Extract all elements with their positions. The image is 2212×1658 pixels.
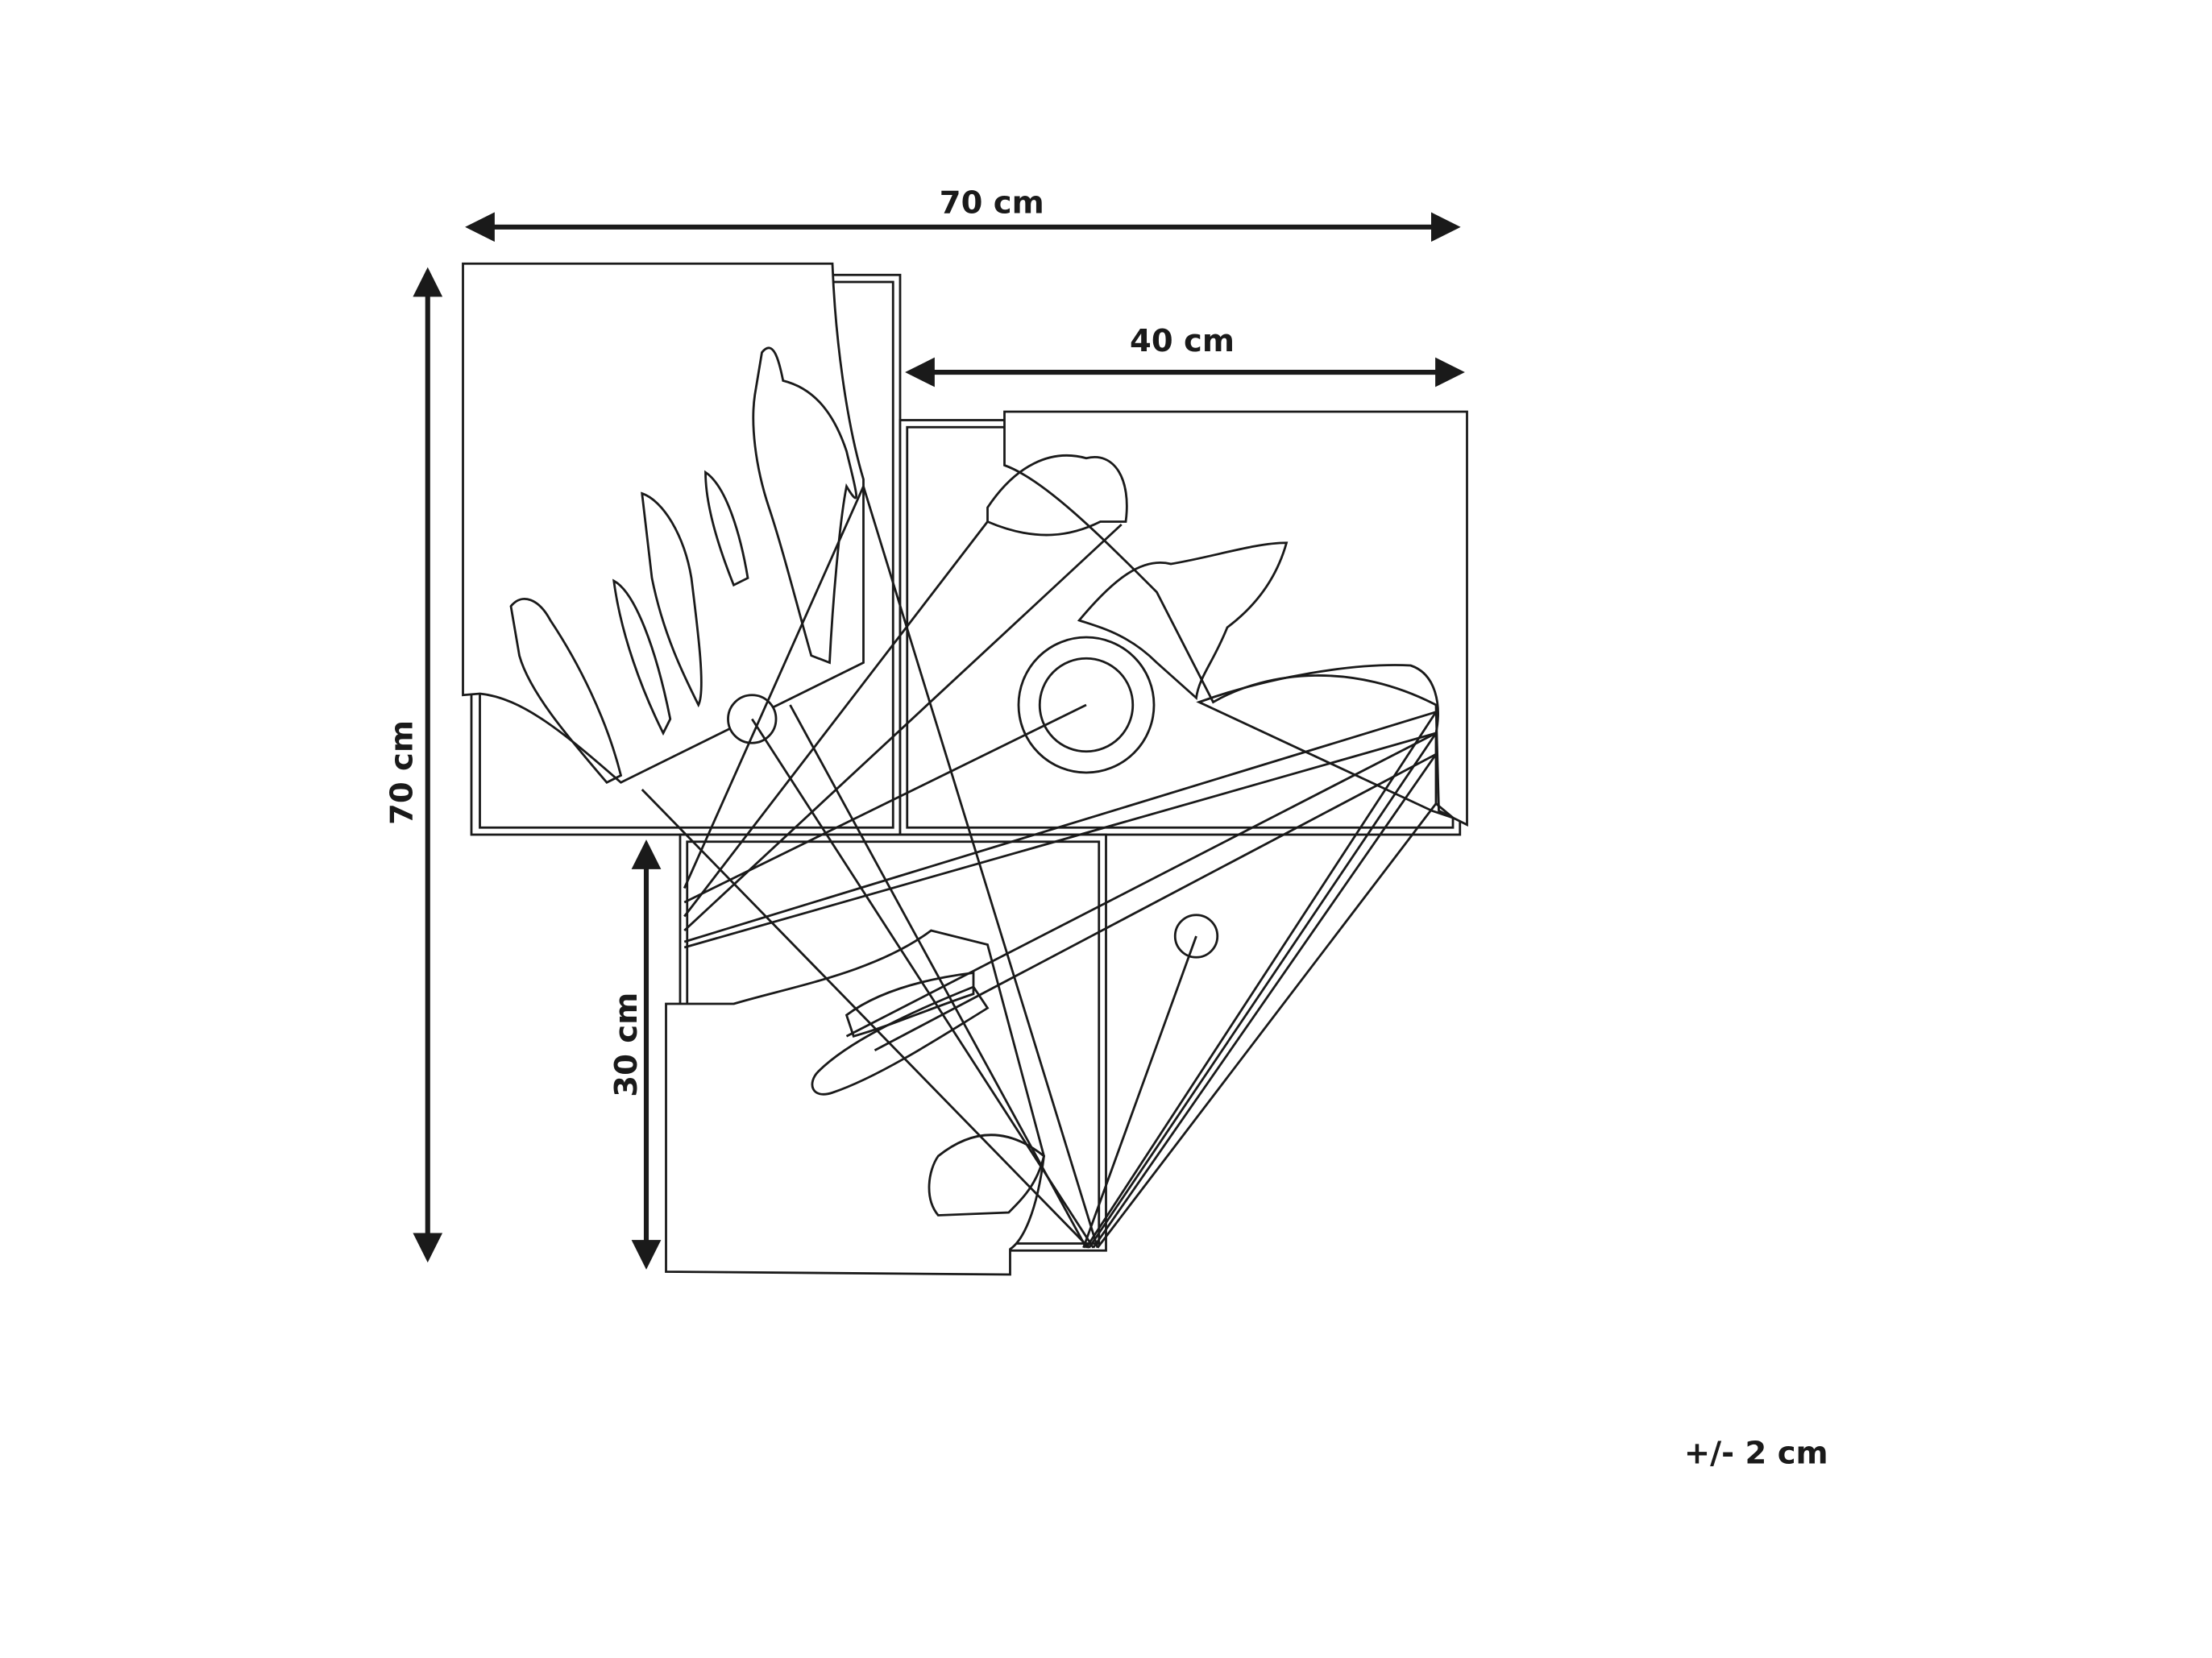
right-panel-width-label: 40 cm xyxy=(1130,323,1235,359)
tolerance-note: +/- 2 cm xyxy=(1684,1436,1828,1472)
wire-rays xyxy=(641,486,1438,1249)
overall-height-label: 70 cm xyxy=(384,720,421,825)
bottom-panel-height-label: 30 cm xyxy=(608,993,645,1097)
front-panels xyxy=(462,262,1468,1276)
overall-width-label: 70 cm xyxy=(940,184,1044,221)
